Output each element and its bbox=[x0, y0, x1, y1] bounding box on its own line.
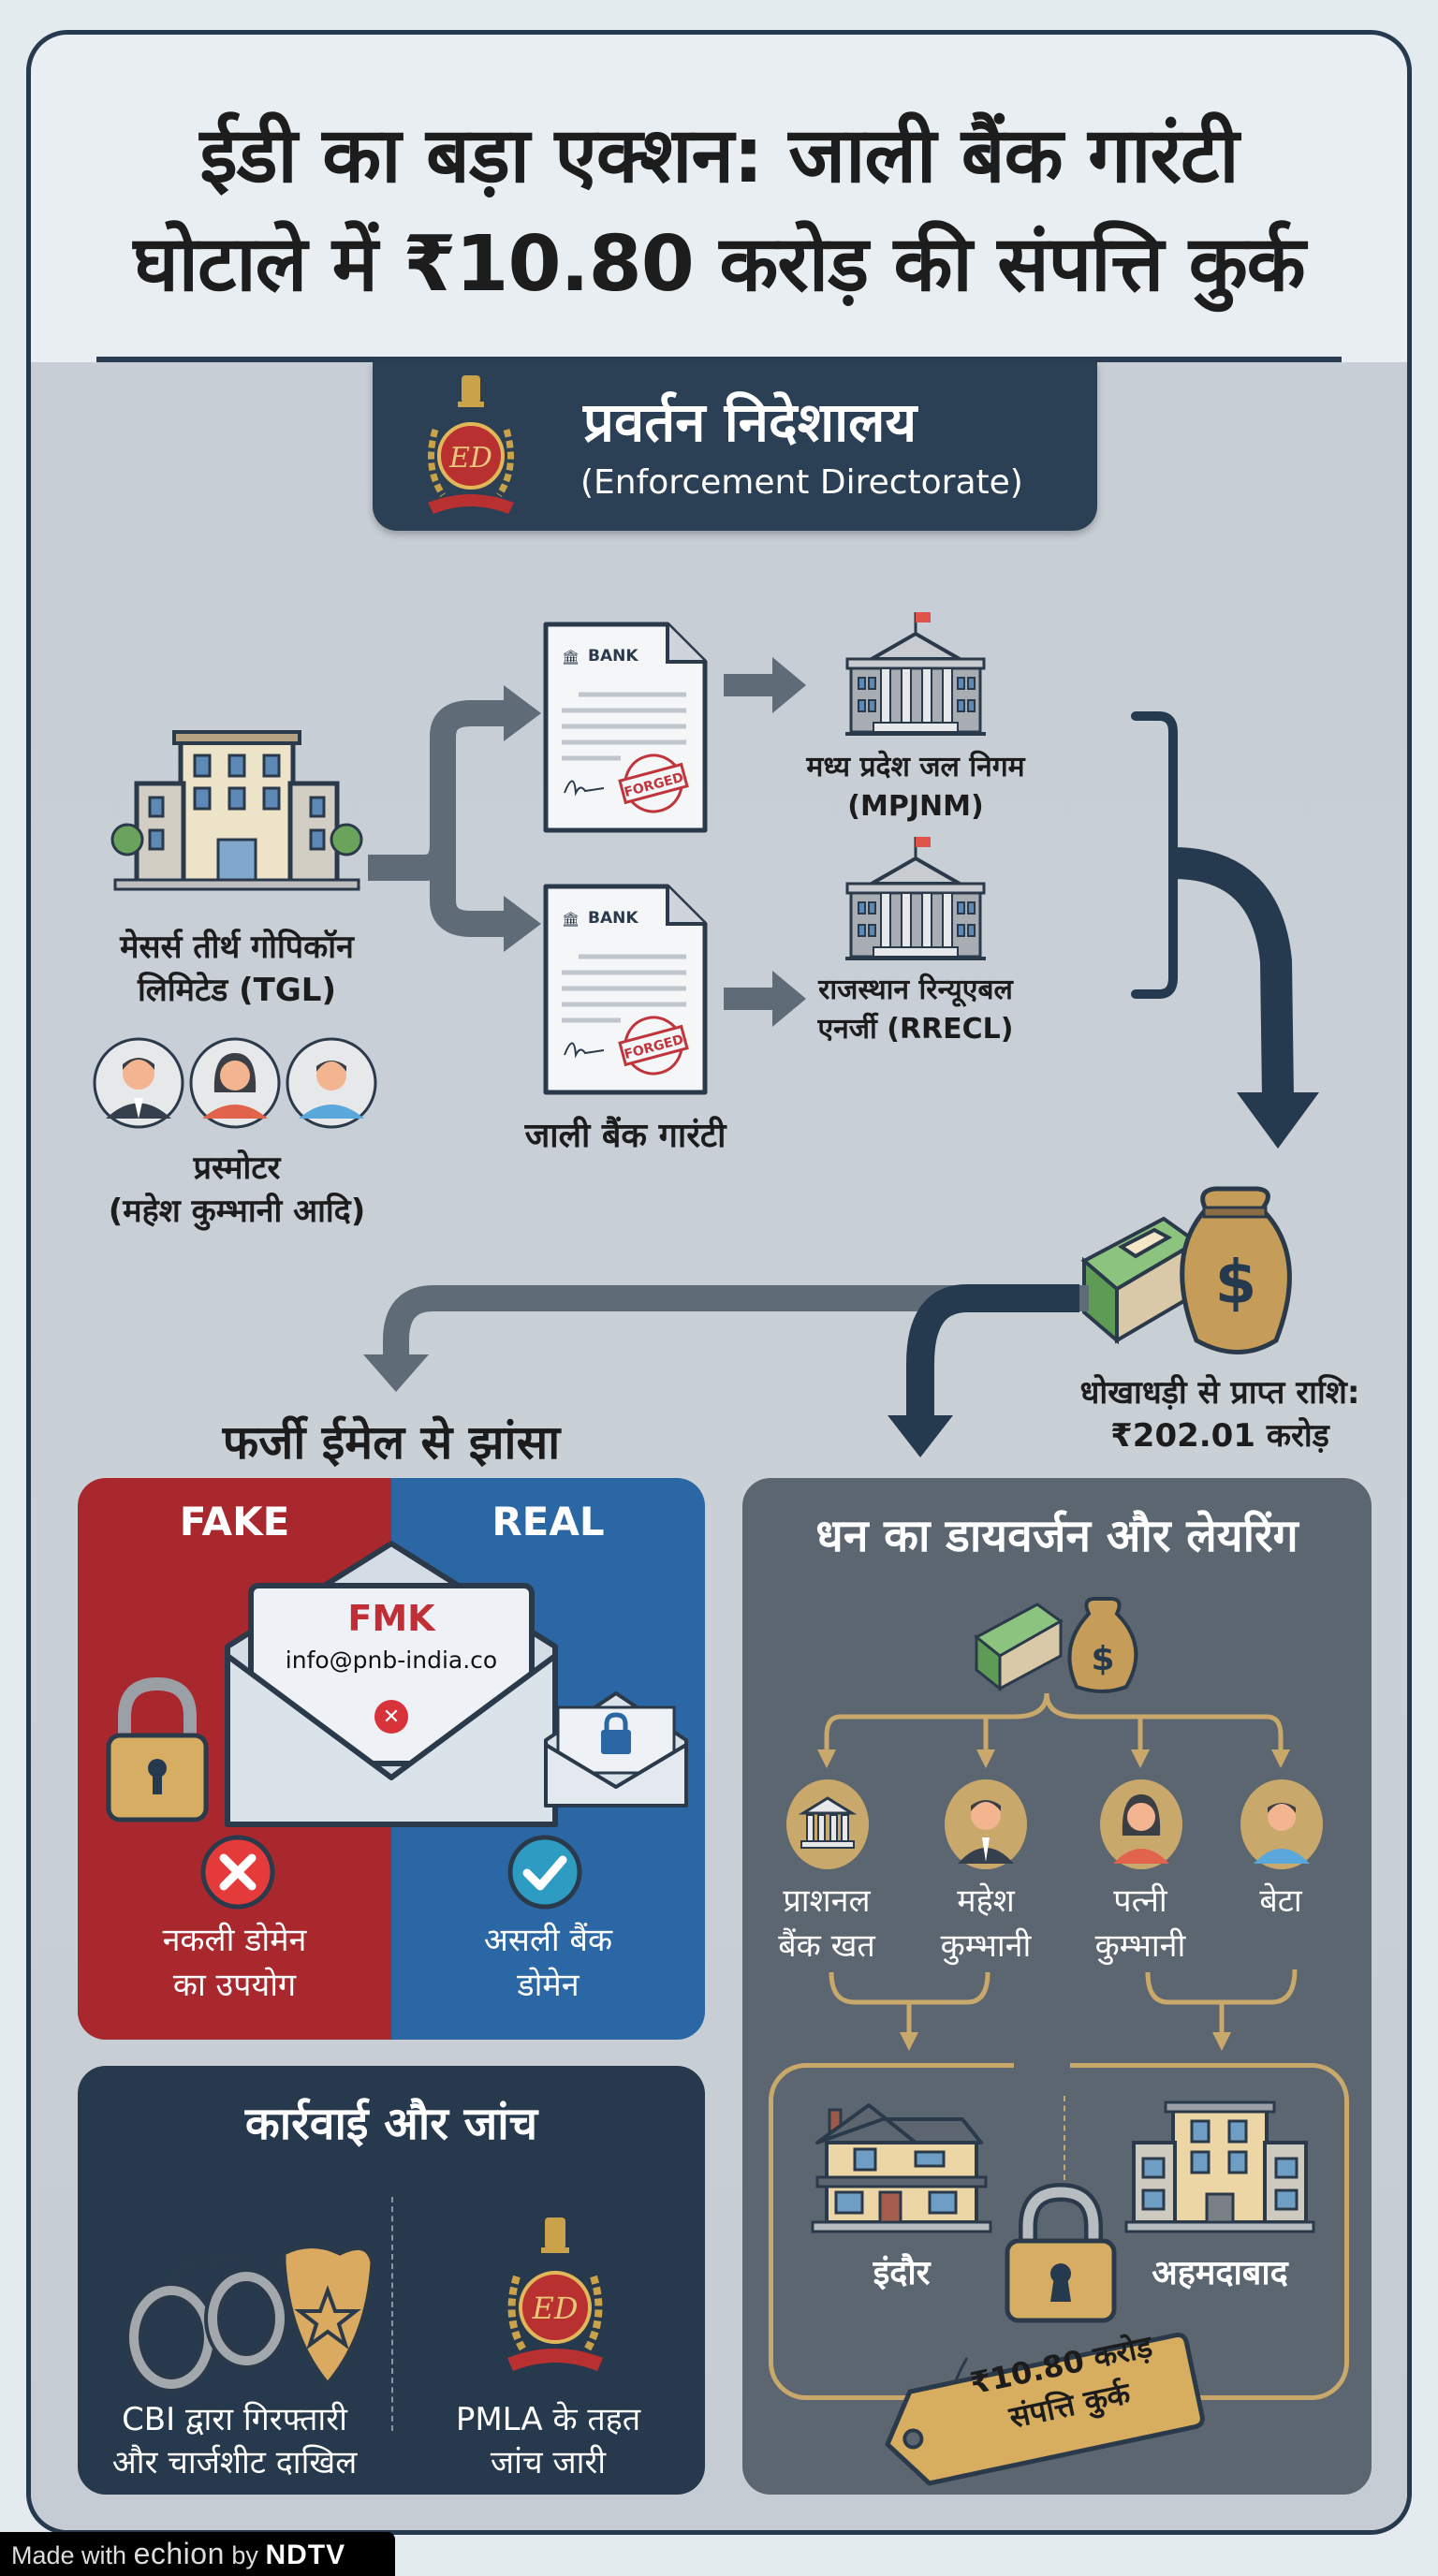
svg-text:✕: ✕ bbox=[383, 1705, 400, 1729]
padlock-icon bbox=[1005, 2182, 1117, 2323]
property-ahmedabad: अहमदाबाद bbox=[1152, 2254, 1288, 2292]
ed-emblem-icon: ED bbox=[428, 375, 514, 514]
property-indore: इंदौर bbox=[873, 2254, 931, 2292]
beneficiary-wife: पत्नी कुम्भानी bbox=[1094, 1882, 1186, 1965]
by-text: by bbox=[231, 2541, 258, 2569]
title-divider bbox=[96, 357, 1342, 362]
email-section-heading: फर्जी ईमेल से झांसा bbox=[222, 1415, 561, 1470]
real-label: REAL bbox=[492, 1499, 605, 1544]
beneficiary-son: बेटा bbox=[1259, 1882, 1302, 1920]
price-tag-icon bbox=[885, 2333, 1205, 2486]
government-building-icon bbox=[845, 612, 986, 736]
arrow-right-icon bbox=[724, 971, 806, 1027]
company-label: मेसर्स तीर्थ गोपिकॉन लिमिटेड (TGL) bbox=[120, 929, 354, 1009]
agency-name-hindi: प्रवर्तन निदेशालय bbox=[583, 390, 917, 454]
echion-logo: echion bbox=[133, 2537, 225, 2570]
agency-banner: ED प्रवर्तन निदेशालय (Enforcement Direct… bbox=[373, 362, 1097, 531]
svg-text:🏛: 🏛 bbox=[562, 911, 580, 928]
svg-text:ED: ED bbox=[531, 2291, 578, 2326]
secure-email-envelope-icon bbox=[544, 1691, 688, 1808]
svg-text:$: $ bbox=[1091, 1640, 1114, 1678]
sender-name: FMK bbox=[347, 1598, 435, 1639]
young-man-avatar bbox=[1240, 1779, 1323, 1869]
svg-text:BANK: BANK bbox=[588, 647, 638, 666]
title-line-2: घोटाले में ₹10.80 करोड़ की संपत्ति कुर्क bbox=[133, 220, 1305, 309]
promoters-label: प्रस्मोटर (महेश कुम्भानी आदि) bbox=[108, 1149, 366, 1230]
page-title: ईडी का बड़ा एक्शन: जाली बैंक गारंटी घोटा… bbox=[31, 102, 1407, 319]
diversion-heading: धन का डायवर्जन और लेयरिंग bbox=[815, 1510, 1299, 1562]
guarantee-label: जाली बैंक गारंटी bbox=[524, 1117, 726, 1155]
svg-text:BANK: BANK bbox=[588, 909, 638, 928]
arrow-to-email-section bbox=[363, 1285, 1089, 1392]
made-with-text: Made with bbox=[11, 2541, 127, 2569]
check-icon bbox=[507, 1835, 582, 1910]
action-divider bbox=[391, 2197, 393, 2431]
apartment-building-icon bbox=[1124, 2100, 1315, 2233]
distribution-arrows bbox=[817, 1692, 1290, 1768]
young-man-avatar bbox=[286, 1037, 377, 1129]
action-heading: कार्रवाई और जांच bbox=[244, 2098, 538, 2150]
cross-icon bbox=[200, 1835, 275, 1910]
properties-divider bbox=[1064, 2096, 1065, 2180]
footer-credit: Made with echion by NDTV bbox=[0, 2532, 395, 2576]
forged-guarantee-document-2: 🏛 BANK FORGED bbox=[543, 884, 708, 1095]
proceeds-label: धोखाधड़ी से प्राप्त राशि: ₹202.01 करोड़ bbox=[1079, 1374, 1360, 1455]
fake-label: FAKE bbox=[179, 1499, 290, 1544]
house-icon bbox=[811, 2103, 992, 2233]
man-suit-avatar bbox=[93, 1037, 184, 1129]
recipient-label-mpjnm: मध्य प्रदेश जल निगम (MPJNM) bbox=[806, 751, 1025, 823]
beneficiary-bank: प्राशनल बैंक खत bbox=[778, 1882, 875, 1965]
title-line-1: ईडी का बड़ा एक्शन: जाली बैंक गारंटी bbox=[199, 111, 1239, 200]
infographic-frame: ईडी का बड़ा एक्शन: जाली बैंक गारंटी घोटा… bbox=[26, 30, 1412, 2535]
bank-icon bbox=[786, 1779, 869, 1869]
office-building-icon bbox=[110, 730, 363, 891]
woman-avatar bbox=[1100, 1779, 1182, 1869]
woman-avatar bbox=[189, 1037, 281, 1129]
padlock-icon bbox=[106, 1676, 209, 1822]
fund-diversion-panel: धन का डायवर्जन और लेयरिंग $ bbox=[742, 1478, 1372, 2495]
agency-name-english: (Enforcement Directorate) bbox=[580, 463, 1023, 502]
recipient-label-rrecl: राजस्थान रिन्यूएबल एनर्जी (RRECL) bbox=[817, 973, 1014, 1046]
real-caption: असली बैंक डोमेन bbox=[483, 1922, 613, 2004]
fake-caption: नकली डोमेन का उपयोग bbox=[162, 1922, 307, 2004]
properties-box-gap bbox=[1014, 2058, 1070, 2070]
man-suit-avatar bbox=[945, 1779, 1027, 1869]
handcuffs-badge-icon bbox=[125, 2244, 375, 2393]
action-item-cbi: CBI द्वारा गिरफ्तारी और चार्जशीट दाखिल bbox=[111, 2401, 358, 2481]
svg-text:$: $ bbox=[1215, 1249, 1257, 1318]
merge-arrows bbox=[829, 1969, 1298, 2051]
money-bag-icon: $ bbox=[974, 1597, 1138, 1693]
arrow-to-diversion-section bbox=[888, 1284, 1079, 1457]
forged-guarantee-document-1: 🏛 BANK FORGED bbox=[543, 622, 708, 833]
sender-email: info@pnb-india.co bbox=[285, 1647, 498, 1674]
beneficiary-mahesh: महेश कुम्भानी bbox=[940, 1882, 1032, 1965]
merge-arrow-icon bbox=[1131, 711, 1319, 1149]
ed-emblem-icon: ED bbox=[507, 2217, 603, 2371]
action-item-pmla: PMLA के तहत जांच जारी bbox=[455, 2401, 641, 2481]
ndtv-logo: NDTV bbox=[265, 2539, 346, 2570]
svg-text:🏛: 🏛 bbox=[562, 649, 580, 666]
action-panel: कार्रवाई और जांच ED CBI द्वारा गिरफ्तारी… bbox=[78, 2066, 705, 2495]
split-arrow-icon bbox=[368, 685, 541, 952]
email-comparison-panel: FAKE REAL ✕ FMK info@pnb-india.co bbox=[78, 1478, 705, 2040]
arrow-right-icon bbox=[724, 657, 806, 713]
fake-email-envelope-icon: ✕ bbox=[225, 1541, 558, 1827]
money-bag-icon: $ bbox=[1080, 1186, 1292, 1354]
government-building-icon bbox=[845, 837, 986, 960]
svg-text:ED: ED bbox=[448, 442, 492, 475]
